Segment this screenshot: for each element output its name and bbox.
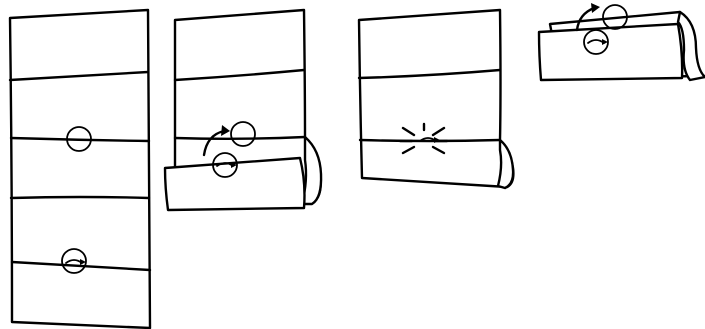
step-4-fold-up-again [539, 3, 705, 80]
step-3-curl [498, 140, 513, 188]
step-1-fold-line-3 [11, 197, 149, 198]
step-1-outline [10, 10, 150, 328]
step-3-joined [359, 10, 513, 188]
step-4-folded-panel [539, 24, 682, 80]
step-1-panel-stack [10, 10, 150, 328]
step-3-outline [359, 10, 513, 187]
step-3-fold-line-2 [360, 140, 500, 141]
step-2-fold-up [165, 10, 321, 210]
step-4-arrowhead-icon [591, 3, 600, 13]
